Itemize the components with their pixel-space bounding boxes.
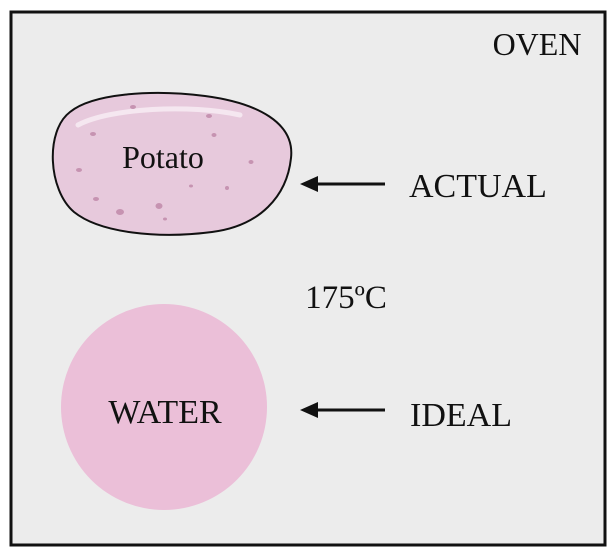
potato-label: Potato	[122, 139, 204, 175]
ideal-arrow	[300, 402, 385, 418]
potato-shape	[51, 92, 293, 236]
temperature-label: 175ºC	[305, 280, 387, 316]
oven-label: OVEN	[493, 26, 582, 62]
water-label: WATER	[108, 394, 222, 431]
water-circle	[61, 304, 267, 510]
actual-arrow	[300, 176, 385, 192]
actual-label: ACTUAL	[409, 168, 547, 205]
ideal-label: IDEAL	[410, 397, 512, 434]
